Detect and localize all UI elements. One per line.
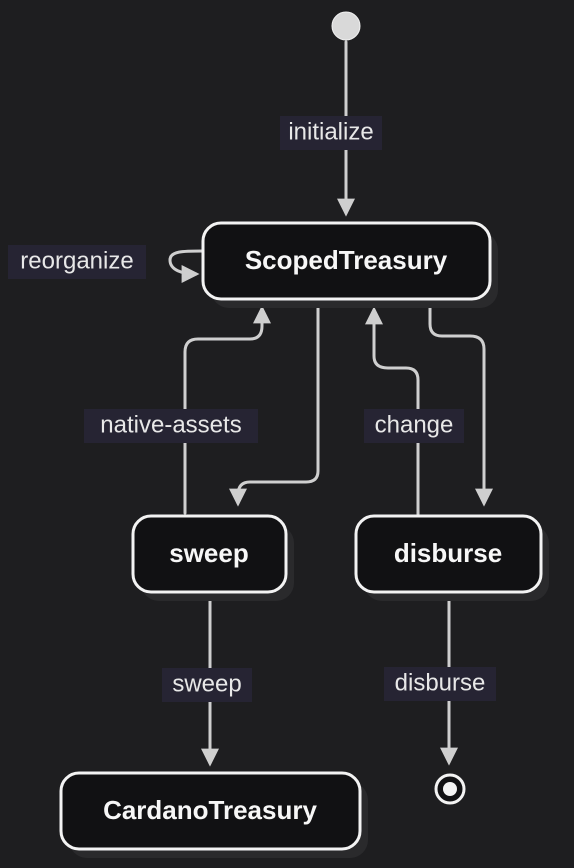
transition-label-change: change bbox=[364, 409, 464, 443]
svg-text:change: change bbox=[375, 411, 454, 438]
svg-text:sweep: sweep bbox=[172, 670, 241, 697]
transition-label-sweep: sweep bbox=[162, 668, 252, 702]
edge-change bbox=[365, 306, 420, 516]
svg-text:native-assets: native-assets bbox=[100, 411, 241, 438]
transition-label-disburse: disburse bbox=[384, 667, 496, 701]
svg-text:disburse: disburse bbox=[395, 669, 486, 696]
state-label-scoped-treasury: ScopedTreasury bbox=[245, 245, 448, 275]
transition-label-reorganize: reorganize bbox=[8, 245, 146, 279]
edge-scoped-to-sweep bbox=[229, 297, 320, 507]
edge-native-assets bbox=[183, 305, 271, 515]
svg-text:initialize: initialize bbox=[288, 118, 373, 145]
state-label-cardano-treasury: CardanoTreasury bbox=[103, 795, 317, 825]
edge-reorganize bbox=[168, 249, 205, 283]
state-label-disburse: disburse bbox=[394, 538, 502, 568]
edge-scoped-to-disburse bbox=[428, 297, 493, 507]
start-state-icon bbox=[331, 11, 361, 41]
state-sweep: sweep bbox=[131, 514, 294, 601]
state-disburse: disburse bbox=[354, 514, 549, 601]
state-label-sweep: sweep bbox=[169, 538, 249, 568]
svg-text:reorganize: reorganize bbox=[20, 247, 133, 274]
state-cardano-treasury: CardanoTreasury bbox=[59, 771, 368, 858]
transition-label-initialize: initialize bbox=[280, 116, 382, 150]
state-scoped-treasury: ScopedTreasury bbox=[201, 221, 498, 308]
end-state-icon bbox=[434, 773, 466, 805]
transition-label-native-assets: native-assets bbox=[84, 409, 258, 443]
